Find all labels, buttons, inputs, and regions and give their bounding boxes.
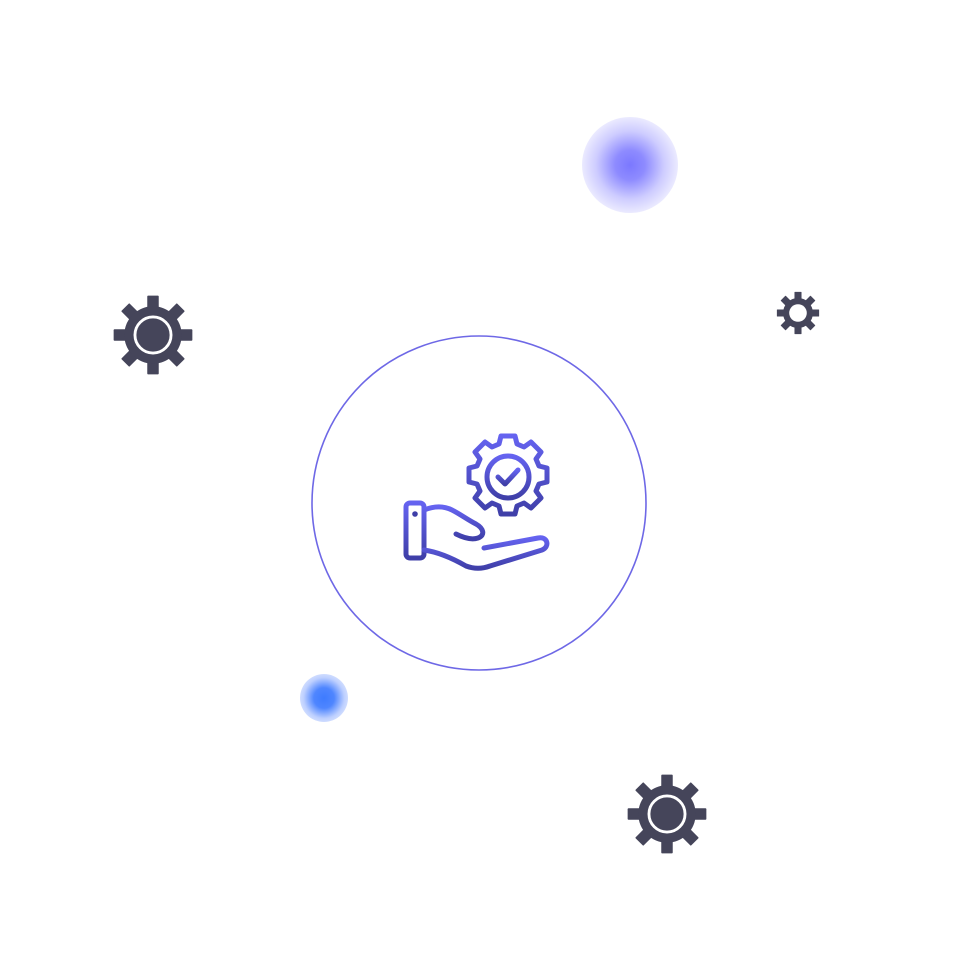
gear-icon	[113, 295, 193, 375]
blue-glow-dot	[300, 674, 348, 722]
center-ring	[311, 335, 647, 671]
violet-glow-dot	[582, 117, 678, 213]
gear-icon	[776, 291, 820, 335]
hand-with-gear-check-icon	[403, 433, 550, 571]
gear-icon	[627, 774, 707, 854]
